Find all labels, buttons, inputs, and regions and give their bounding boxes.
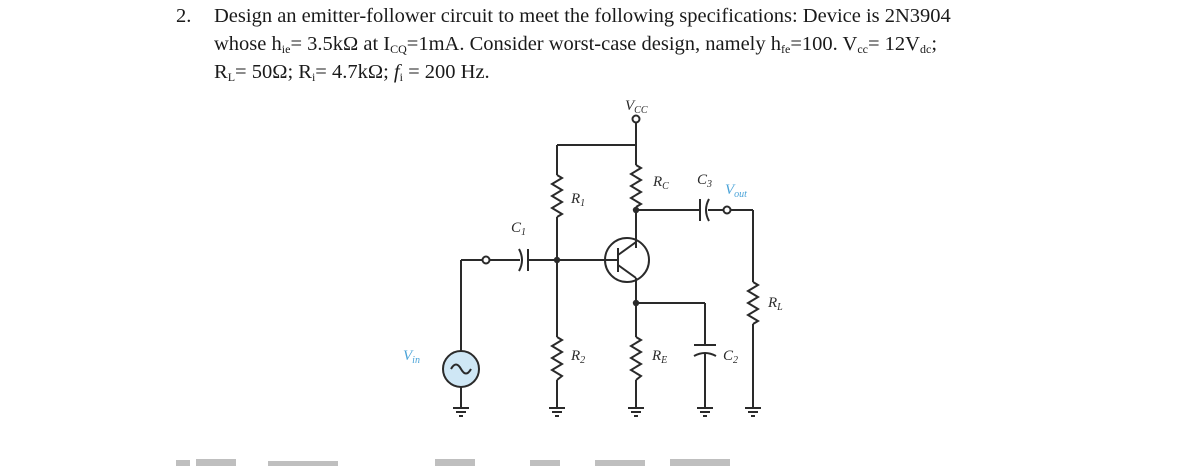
ground-icon <box>453 407 469 417</box>
label-c1: C1 <box>511 220 526 238</box>
ground-symbols <box>453 407 761 417</box>
problem-number: 2. <box>176 5 192 27</box>
rl-resistor <box>746 281 760 325</box>
c1-plate-left <box>518 248 523 272</box>
rc-resistor <box>629 164 643 208</box>
label-rc: RC <box>652 174 669 192</box>
c3-plate-right <box>705 198 710 222</box>
cut-off-next-line <box>176 459 730 466</box>
label-vout: Vout <box>725 182 747 200</box>
ground-icon <box>697 407 713 417</box>
ground-icon <box>549 407 565 417</box>
re-resistor <box>629 336 643 381</box>
problem-line-2: whose hie= 3.5kΩ at ICQ=1mA. Consider wo… <box>214 33 938 56</box>
ground-icon <box>745 407 761 417</box>
ground-icon <box>628 407 644 417</box>
vout-terminal <box>722 205 732 215</box>
label-rl: RL <box>767 295 783 313</box>
problem-line-3: RL= 50Ω; Ri= 4.7kΩ; fi = 200 Hz. <box>214 61 490 84</box>
label-re: RE <box>651 348 667 366</box>
label-r1: R1 <box>570 191 585 209</box>
vcc-terminal <box>631 114 641 124</box>
label-c3: C3 <box>697 172 712 190</box>
label-vin: Vin <box>403 348 420 366</box>
r2-resistor <box>550 336 564 381</box>
label-r2: R2 <box>570 348 585 366</box>
vin-terminal <box>481 255 491 265</box>
label-c2: C2 <box>723 348 738 366</box>
label-vcc: VCC <box>625 98 648 116</box>
problem-line-1: Design an emitter-follower circuit to me… <box>214 5 951 27</box>
r1-resistor <box>550 174 564 218</box>
